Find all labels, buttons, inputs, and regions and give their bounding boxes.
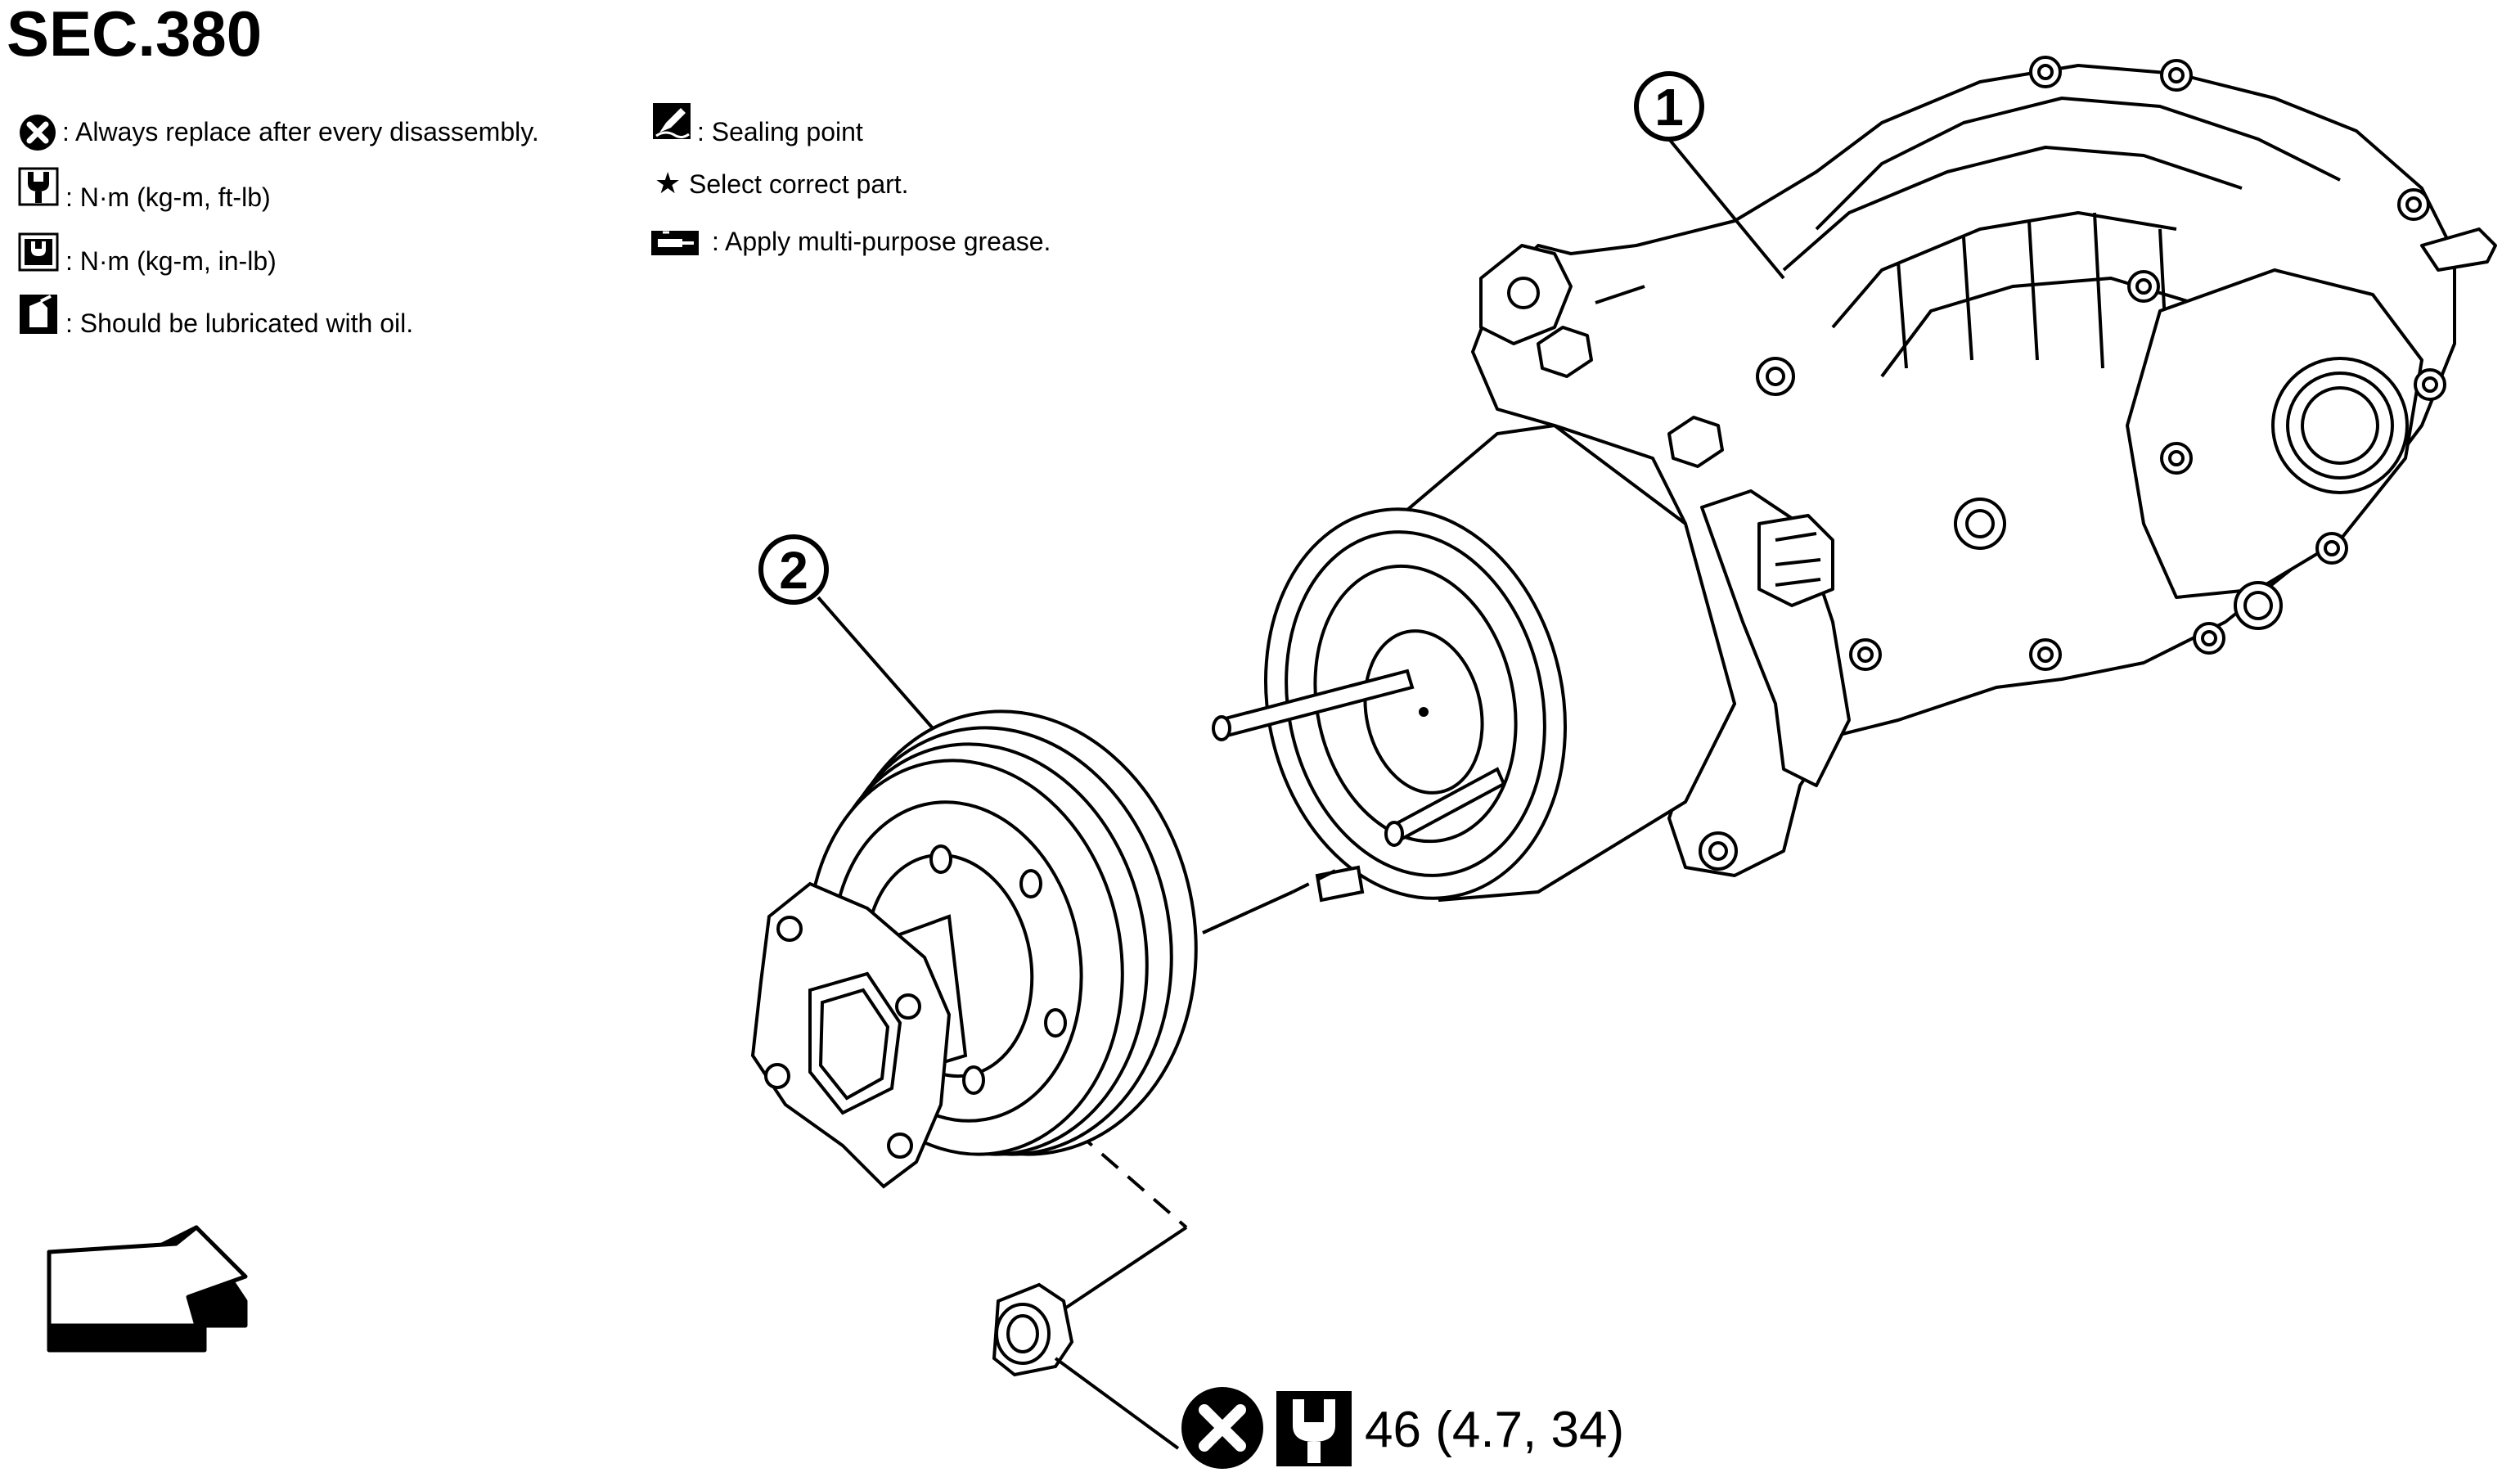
legend-torque-ftlb-text: : N·m (kg-m, ft-lb): [65, 182, 271, 212]
legend-right: : Sealing point ★ Select correct part. :…: [651, 103, 1051, 256]
section-title: SEC.380: [7, 0, 262, 70]
legend-lubricate-text: : Should be lubricated with oil.: [65, 308, 413, 338]
companion-flange: [750, 709, 1198, 1189]
legend-sealing-text: : Sealing point: [697, 117, 863, 146]
torque-wrench-spec-icon: [1276, 1391, 1352, 1466]
torque-wrench-icon: [18, 167, 59, 206]
legend-torque-inlb-text: : N·m (kg-m, in-lb): [65, 246, 277, 276]
callout-1-number: 1: [1654, 78, 1684, 137]
torque-spec: 46 (4.7, 34): [1181, 1387, 1624, 1469]
grease-gun-icon: [651, 231, 699, 255]
oil-can-icon: [20, 295, 57, 334]
front-direction-arrow-icon: [47, 1225, 248, 1353]
callout-1: 1: [1634, 71, 1785, 280]
final-drive-assembly: [1471, 56, 2497, 877]
motor-drum: [1212, 423, 1737, 903]
flange-nut: [992, 1282, 1180, 1450]
legend-replace-text: : Always replace after every disassembly…: [62, 117, 539, 146]
sealing-point-icon: [653, 103, 691, 139]
torque-spec-value: 46 (4.7, 34): [1365, 1402, 1624, 1458]
replace-icon: [20, 115, 56, 151]
legend-left: : Always replace after every disassembly…: [18, 115, 539, 338]
star-icon: ★: [655, 166, 681, 200]
legend-select-text: Select correct part.: [689, 169, 909, 199]
replace-nut-icon: [1181, 1387, 1263, 1469]
callout-2: 2: [758, 534, 934, 730]
callout-2-number: 2: [779, 541, 808, 600]
legend-grease-text: : Apply multi-purpose grease.: [712, 227, 1051, 256]
torque-wrench-inlb-icon: [18, 232, 59, 272]
housing-bolts: [1699, 56, 2446, 871]
